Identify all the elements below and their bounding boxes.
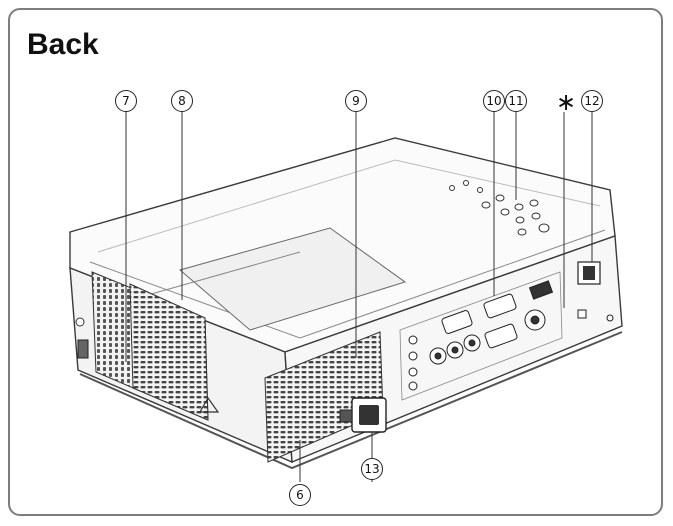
- callout-10: 10: [483, 90, 505, 112]
- callout-13: 13: [361, 458, 383, 480]
- callout-12: 12: [581, 90, 603, 112]
- control-panel-buttons: [449, 180, 550, 236]
- page-title: Back: [27, 28, 99, 61]
- callout-leader-lines: [125, 110, 593, 482]
- callout-8: 8: [171, 90, 193, 112]
- callout-6: 6: [289, 484, 311, 506]
- asterisk-marker: ∗: [556, 88, 577, 116]
- lamp-cover: [178, 227, 407, 331]
- terminal-panel: [408, 280, 614, 391]
- callout-9: 9: [345, 90, 367, 112]
- ac-power-socket: [339, 397, 387, 433]
- callout-7: 7: [115, 90, 137, 112]
- callout-11: 11: [505, 90, 527, 112]
